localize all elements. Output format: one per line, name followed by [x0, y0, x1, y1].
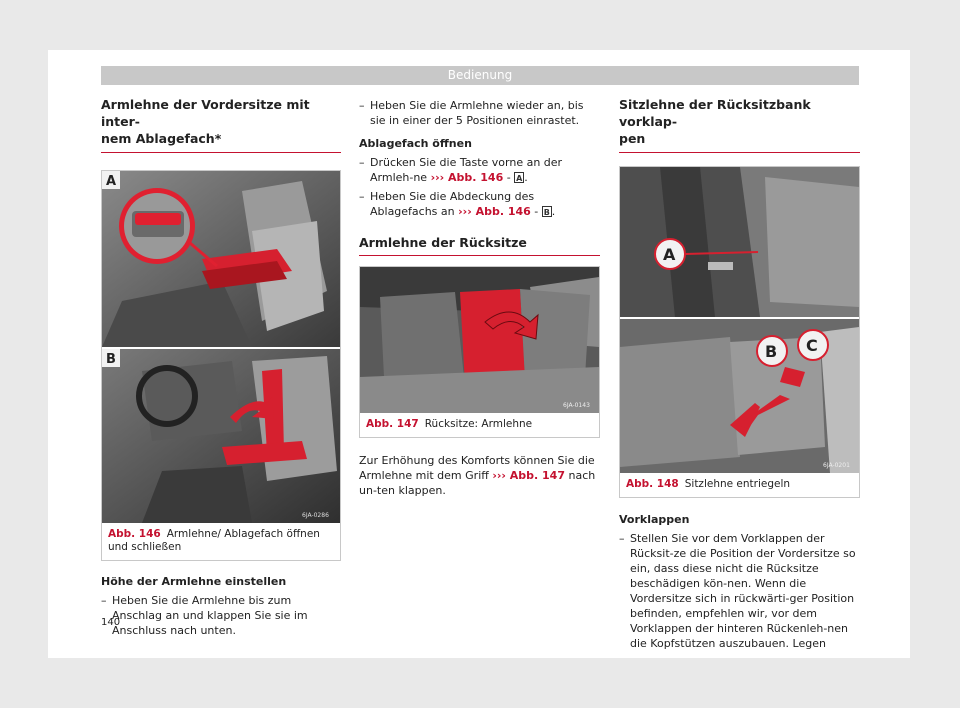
bullet-lift-armrest-text: Heben Sie die Armlehne bis zum Anschlag … [112, 594, 308, 637]
figure-146-label-b: B [106, 352, 116, 367]
section-heading-fold-backrest: Sitzlehne der Rücksitzbank vorklap- pen [619, 96, 860, 153]
ref-abb-147[interactable]: ››› Abb. 147 [492, 469, 565, 482]
figure-147-number: Abb. 147 [366, 418, 419, 430]
subheading-adjust-height: Höhe der Armlehne einstellen [101, 575, 287, 588]
ref-separator: - [530, 205, 542, 218]
bullet-press-button: –Drücken Sie die Taste vorne an der Arml… [359, 156, 563, 184]
bullet-raise-positions-text: Heben Sie die Armlehne wieder an, bis si… [370, 99, 584, 127]
figure-146-illustration: A B 6JA-0286 [102, 171, 340, 523]
label-box-a: A [514, 172, 525, 183]
figure-148-label-c: C [806, 336, 818, 355]
section-heading-rear-armrest: Armlehne der Rücksitze [359, 234, 600, 256]
figure-147-code: 6JA-0143 [563, 402, 590, 409]
figure-147-caption: Abb. 147 Rücksitze: Armlehne [360, 413, 599, 437]
paragraph-rear-armrest-suffix: nach un-ten klappen. [359, 469, 596, 497]
ref-separator: - [503, 171, 515, 184]
heading-line-2: nem Ablagefach* [101, 131, 222, 146]
heading-line-2: pen [619, 131, 646, 146]
figure-147-caption-text: Rücksitze: Armlehne [424, 418, 533, 430]
bullet-lift-cover: –Heben Sie die Abdeckung des Ablagefachs… [359, 190, 556, 218]
bullet-lift-armrest: –Heben Sie die Armlehne bis zum Anschlag… [101, 594, 308, 637]
bullet-lift-cover-text: Heben Sie die Abdeckung des Ablagefachs … [370, 190, 535, 218]
figure-148-code: 6JA-0201 [823, 462, 850, 469]
paragraph-rear-armrest-text: Zur Erhöhung des Komforts können Sie die… [359, 454, 595, 482]
figure-148-label-a: A [663, 245, 676, 264]
figure-146-caption-text: Armlehne/ Ablagefach öffnen und schließe… [108, 528, 320, 553]
paragraph-rear-armrest: Zur Erhöhung des Komforts können Sie die… [359, 453, 600, 498]
bullet-front-seat-position-text: Stellen Sie vor dem Vorklappen der Rücks… [630, 532, 856, 650]
figure-148-label-b: B [765, 342, 777, 361]
heading-line-1: Sitzlehne der Rücksitzbank vorklap- [619, 97, 811, 129]
column-middle: –Heben Sie die Armlehne wieder an, bis s… [359, 98, 600, 498]
ref-abb-146-a[interactable]: ››› Abb. 146 [430, 171, 504, 184]
figure-148-caption: Abb. 148 Sitzlehne entriegeln [620, 473, 859, 497]
figure-148: A B C 6JA-0201 Abb. 148 Sitzlehne entrieg… [619, 166, 860, 498]
column-left: Armlehne der Vordersitze mit inter- nem … [101, 96, 341, 638]
figure-148-illustration: A B C 6JA-0201 [620, 167, 859, 473]
bullet-press-button-text: Drücken Sie die Taste vorne an der Armle… [370, 156, 563, 184]
figure-146-code: 6JA-0286 [302, 512, 329, 519]
subheading-open-compartment: Ablagefach öffnen [359, 137, 472, 150]
figure-148-number: Abb. 148 [626, 478, 679, 490]
label-box-b: B [541, 206, 552, 217]
figure-147-illustration: 6JA-0143 [360, 267, 599, 413]
running-header: Bedienung [101, 66, 859, 85]
bullet-front-seat-position: –Stellen Sie vor dem Vorklappen der Rück… [619, 532, 856, 650]
figure-147: 6JA-0143 Abb. 147 Rücksitze: Armlehne [359, 266, 600, 438]
subheading-fold-forward: Vorklappen [619, 513, 690, 526]
column-right: Sitzlehne der Rücksitzbank vorklap- pen … [619, 96, 860, 651]
figure-146-number: Abb. 146 [108, 528, 161, 540]
figure-148-caption-text: Sitzlehne entriegeln [684, 478, 791, 490]
bullet-raise-positions: –Heben Sie die Armlehne wieder an, bis s… [359, 99, 584, 127]
heading-line-1: Armlehne der Vordersitze mit inter- [101, 97, 310, 129]
page-number: 140 [101, 617, 121, 628]
section-heading-front-armrest: Armlehne der Vordersitze mit inter- nem … [101, 96, 341, 153]
ref-abb-146-b[interactable]: ››› Abb. 146 [458, 205, 531, 218]
figure-146-label-a: A [106, 174, 116, 189]
